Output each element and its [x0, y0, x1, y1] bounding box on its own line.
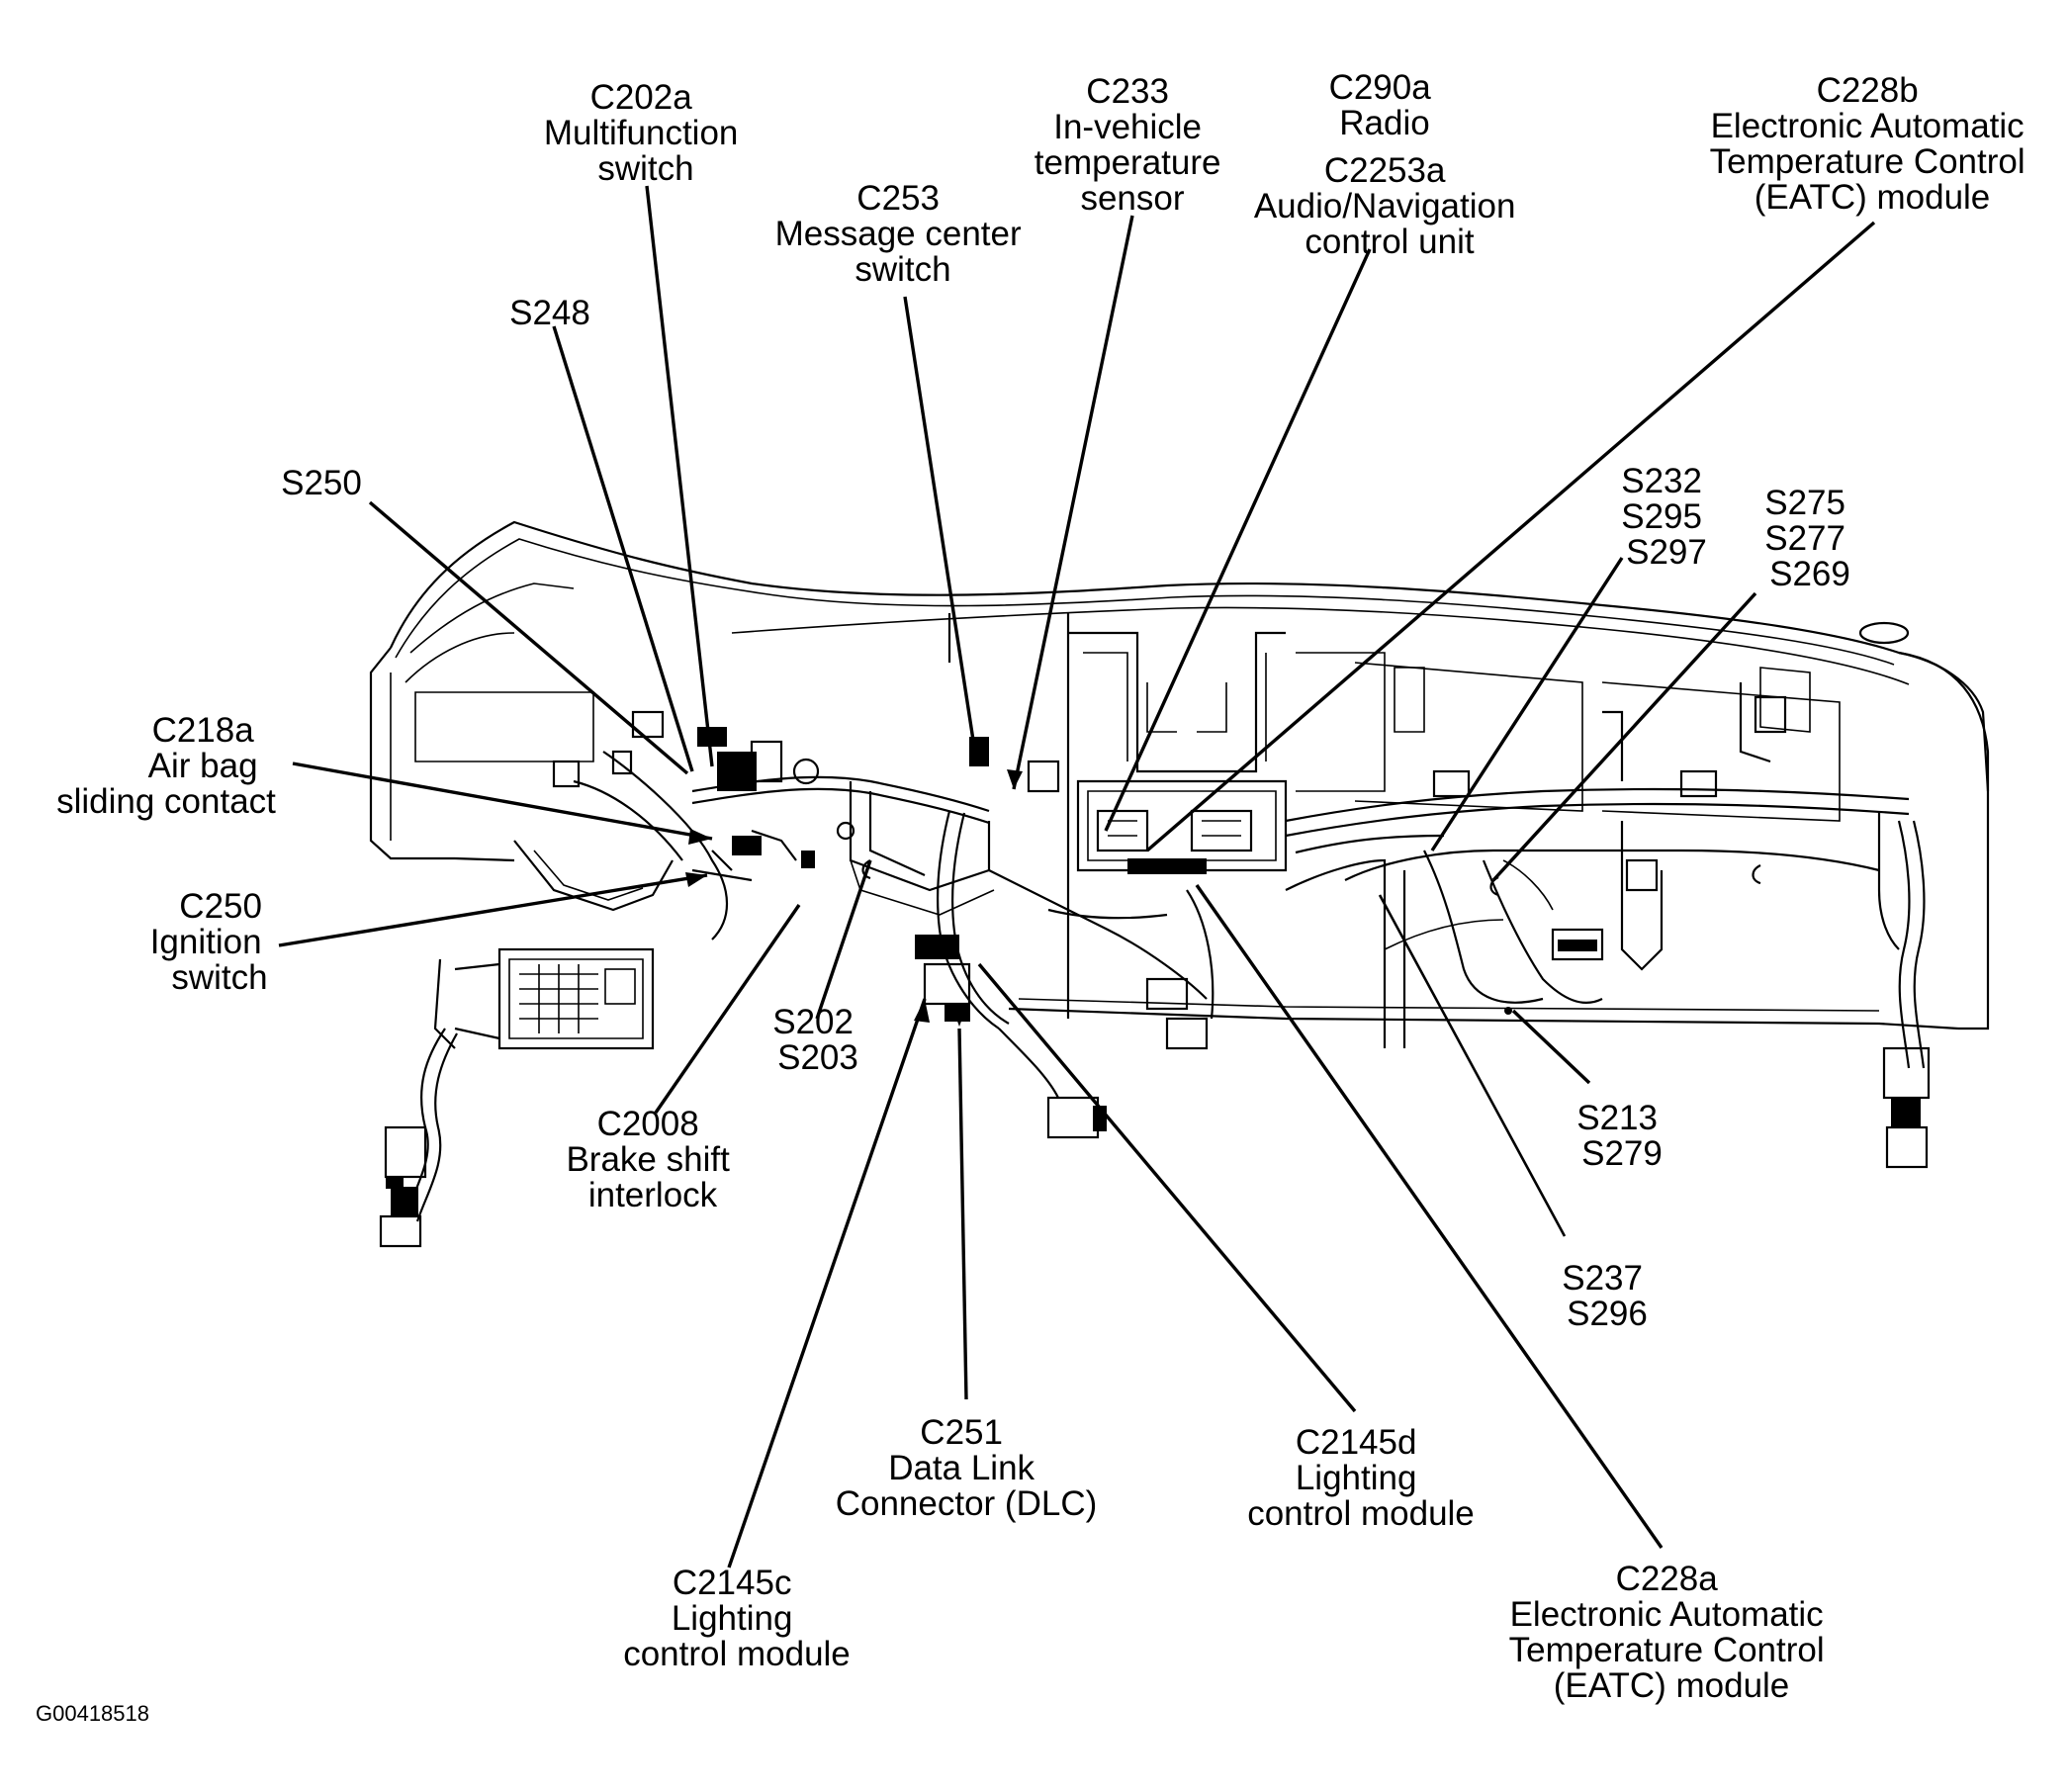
- leader-c228a: [1195, 884, 1664, 1549]
- instrument-panel-drawing: [369, 520, 1990, 1248]
- callout-c218a: C218a Air bag sliding contact: [56, 711, 276, 821]
- arrowhead-c251: [951, 1005, 967, 1027]
- callout-s213-s279: S213 S279: [1576, 1099, 1666, 1173]
- callout-c251: C251 Data Link Connector (DLC): [836, 1413, 1098, 1523]
- callout-s248: S248: [509, 294, 590, 332]
- callout-s275-s277-s269: S275 S277 S269: [1764, 484, 1854, 593]
- callout-s237-s296: S237 S296: [1562, 1259, 1652, 1333]
- figure-id: G00418518: [36, 1701, 149, 1726]
- leader-c2145c: [727, 998, 927, 1568]
- callout-s250: S250: [281, 464, 362, 502]
- arrowhead-c233: [1007, 769, 1023, 789]
- leader-s248: [552, 325, 694, 772]
- leader-lines: [278, 185, 1876, 1568]
- callout-c253: C253 Message center switch: [775, 179, 1032, 289]
- leader-c228b: [1145, 221, 1876, 852]
- fuse-grid: [519, 964, 636, 1033]
- callout-labels: C202a Multifunction switch C233 In-vehic…: [36, 68, 2035, 1726]
- callout-s232-s295-s297: S232 S295 S297: [1621, 462, 1711, 572]
- callout-c290a: C290a Radio: [1329, 68, 1441, 142]
- leader-c2145d: [977, 962, 1357, 1413]
- callout-c2145c: C2145c Lighting control module: [623, 1564, 851, 1673]
- arrowhead-c2145c: [914, 999, 930, 1023]
- leader-c2253a: [1104, 248, 1372, 832]
- callout-c202a: C202a Multifunction switch: [544, 78, 748, 188]
- leader-c253: [903, 296, 976, 748]
- leader-c202a: [645, 185, 714, 767]
- callout-s202-s203: S202 S203: [772, 1003, 862, 1077]
- leader-c250: [278, 873, 708, 947]
- leader-c233: [1012, 215, 1134, 790]
- leader-c2008: [654, 904, 801, 1114]
- leader-s237: [1378, 894, 1567, 1237]
- callout-c250: C250 Ignition switch: [150, 887, 272, 997]
- callout-c2008: C2008 Brake shift interlock: [566, 1105, 739, 1214]
- callout-c228a: C228a Electronic Automatic Temperature C…: [1509, 1560, 1835, 1705]
- leader-c251: [957, 1028, 968, 1400]
- leader-c218a: [292, 762, 713, 841]
- callout-c233: C233 In-vehicle temperature sensor: [1035, 72, 1230, 218]
- arrowhead-c250: [685, 872, 707, 887]
- callout-c2253a: C2253a Audio/Navigation control unit: [1254, 151, 1525, 261]
- callout-c2145d: C2145d Lighting control module: [1247, 1423, 1475, 1533]
- leader-s232: [1430, 557, 1624, 851]
- arrowhead-c218a: [688, 829, 712, 845]
- leader-s202: [815, 859, 872, 1020]
- callout-c228b: C228b Electronic Automatic Temperature C…: [1710, 71, 2035, 217]
- leader-s275: [1491, 591, 1757, 882]
- leader-s213: [1511, 1009, 1591, 1085]
- leader-s250: [368, 500, 689, 775]
